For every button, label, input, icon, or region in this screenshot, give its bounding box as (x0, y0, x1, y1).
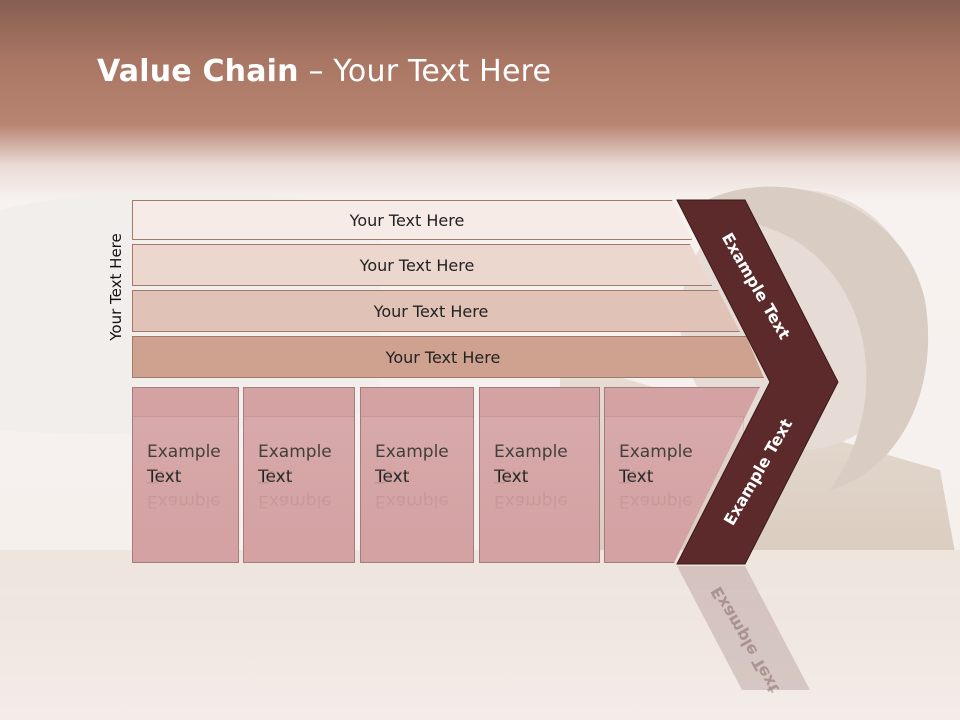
box-line: Text (619, 465, 760, 490)
box-line: Example (147, 440, 238, 465)
box-line: Text (258, 465, 354, 490)
title-bold: Value Chain (97, 54, 299, 89)
band-label: Your Text Here (385, 347, 501, 367)
chevron-reflection (677, 566, 810, 690)
box-line: Text (494, 465, 599, 490)
support-band-2: Your Text Here (132, 244, 712, 286)
band-label: Your Text Here (359, 255, 475, 275)
band-label: Your Text Here (373, 301, 489, 321)
box-line: Example (375, 440, 473, 465)
box-line: Example (258, 440, 354, 465)
box-line: Example (494, 440, 599, 465)
hair-shape (690, 186, 929, 490)
box-line: Text (147, 465, 238, 490)
box-line: Text (375, 465, 473, 490)
primary-activity-box-2: Example Text (243, 387, 355, 563)
band-label: Your Text Here (349, 210, 465, 230)
chevron-shape (676, 199, 839, 565)
slide-title: Value Chain – Your Text Here (97, 54, 551, 89)
support-band-4: Your Text Here (132, 336, 764, 378)
box-line: Example (619, 440, 760, 465)
primary-activity-box-1: Example Text (132, 387, 239, 563)
support-band-3: Your Text Here (132, 290, 740, 332)
primary-activity-box-3: Example Text (360, 387, 474, 563)
title-rest: – Your Text Here (298, 54, 552, 89)
primary-activity-box-4: Example Text (479, 387, 600, 563)
support-band-1: Your Text Here (132, 200, 692, 240)
